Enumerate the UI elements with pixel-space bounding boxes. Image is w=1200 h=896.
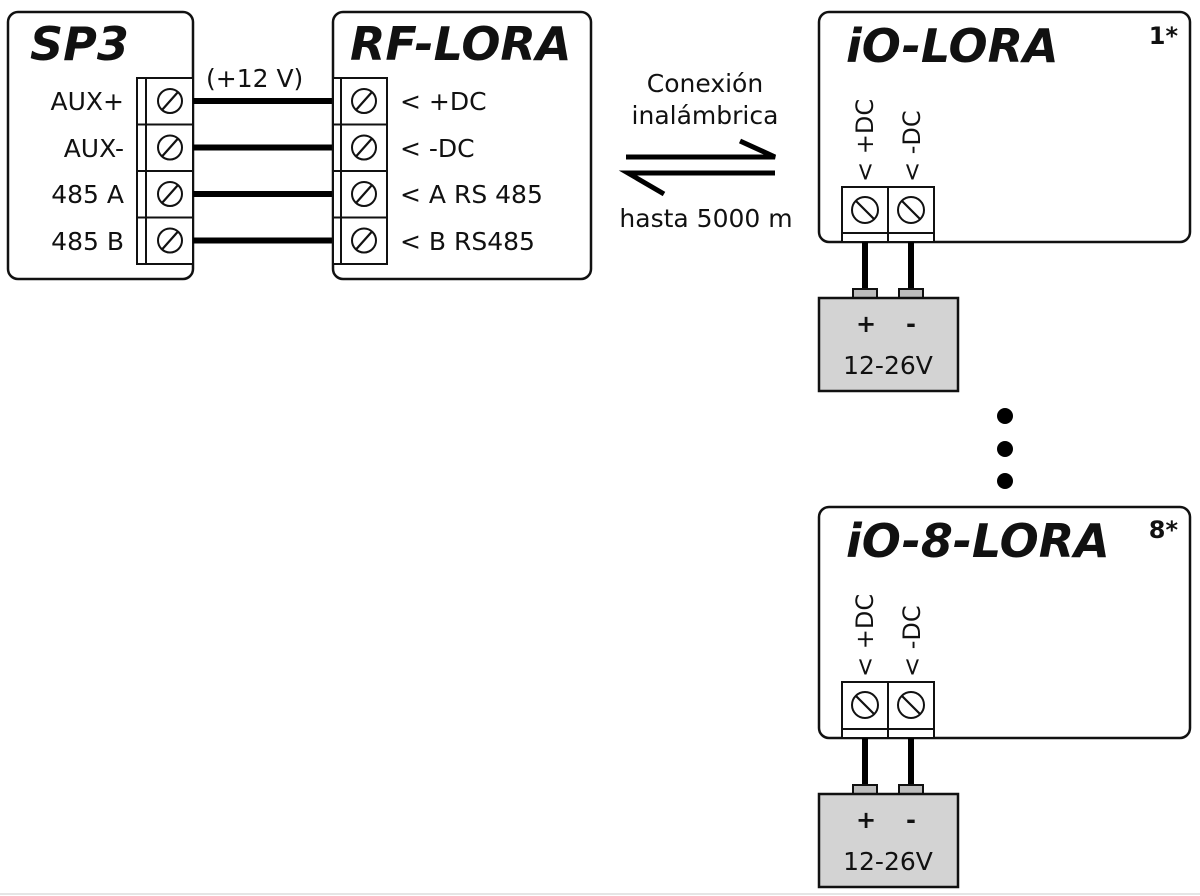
sp3-terminal-label: 485 A <box>51 180 124 209</box>
io-lora-terminal-block <box>841 186 935 243</box>
rf-lora-terminal-block <box>332 77 388 265</box>
wireless-link: Conexión inalámbrica hasta 5000 m <box>618 69 793 233</box>
sp3-terminal-label: AUX- <box>64 134 124 163</box>
io-lora-terminal-label: < -DC <box>898 110 926 182</box>
psu-voltage-label: 12-26V <box>843 847 933 876</box>
psu-plus-label: + <box>856 310 876 338</box>
io-lora-box <box>817 10 1192 244</box>
screw-terminal-icon <box>351 134 377 161</box>
screw-terminal-icon <box>157 227 183 254</box>
io-8-lora-terminal-block <box>841 681 935 739</box>
rf-lora-terminal-label: < +DC <box>400 87 487 116</box>
io-lora-power-supply: + - 12-26V <box>817 288 960 393</box>
screw-terminal-icon <box>351 181 377 207</box>
sp3-terminal-label: AUX+ <box>51 87 124 116</box>
screw-terminal-icon <box>351 227 377 254</box>
screw-terminal-icon <box>897 691 925 719</box>
bus-wires <box>193 98 333 244</box>
rf-lora-terminal-label: < B RS485 <box>400 227 535 256</box>
battery-icon <box>817 792 960 889</box>
wireless-label-line1: Conexión <box>647 69 763 98</box>
screw-terminal-icon <box>897 196 925 224</box>
io-8-lora-power-supply: + - 12-26V <box>817 784 960 889</box>
sp3-title: SP3 <box>30 17 129 71</box>
rf-lora-title: RF-LORA <box>350 17 571 71</box>
sp3-module: SP3 AUX+ AUX- 485 A 485 B <box>6 10 195 281</box>
screw-terminal-icon <box>851 691 879 719</box>
io-8-lora-terminal-label: < +DC <box>851 594 879 677</box>
io-8-lora-terminal-label: < -DC <box>898 605 926 677</box>
rf-lora-module: RF-LORA < +DC < -DC < A RS 485 < B RS485 <box>331 10 593 281</box>
psu-minus-label: - <box>906 806 916 834</box>
io-lora-title: iO-LORA <box>846 19 1059 73</box>
psu-plus-label: + <box>856 806 876 834</box>
io-lora-index: 1* <box>1149 22 1179 50</box>
io-8-lora-box <box>817 505 1192 740</box>
rf-lora-terminal-label: < -DC <box>400 134 475 163</box>
bidirectional-arrow-icon <box>618 138 777 197</box>
screw-terminal-icon <box>157 88 183 114</box>
io-8-lora-module: iO-8-LORA 8* < +DC < -DC + - 12-26V <box>817 505 1192 889</box>
io-lora-module: iO-LORA 1* < +DC < -DC + - 12-26V <box>817 10 1192 393</box>
screw-terminal-icon <box>851 196 879 224</box>
wire-voltage-label: (+12 V) <box>206 64 303 93</box>
more-modules-ellipsis-icon <box>997 408 1013 489</box>
screw-terminal-icon <box>157 181 183 207</box>
io-lora-terminal-label: < +DC <box>851 99 879 182</box>
sp3-terminal-label: 485 B <box>51 227 124 256</box>
screw-terminal-icon <box>157 134 183 161</box>
wireless-label-line2: inalámbrica <box>632 101 779 130</box>
io-8-lora-title: iO-8-LORA <box>846 514 1110 568</box>
screw-terminal-icon <box>351 88 377 114</box>
battery-icon <box>817 296 960 393</box>
psu-minus-label: - <box>906 310 916 338</box>
wireless-range-label: hasta 5000 m <box>619 204 792 233</box>
rf-lora-terminal-label: < A RS 485 <box>400 180 543 209</box>
psu-voltage-label: 12-26V <box>843 351 933 380</box>
sp3-terminal-block <box>136 77 194 265</box>
io-8-lora-index: 8* <box>1149 516 1179 544</box>
